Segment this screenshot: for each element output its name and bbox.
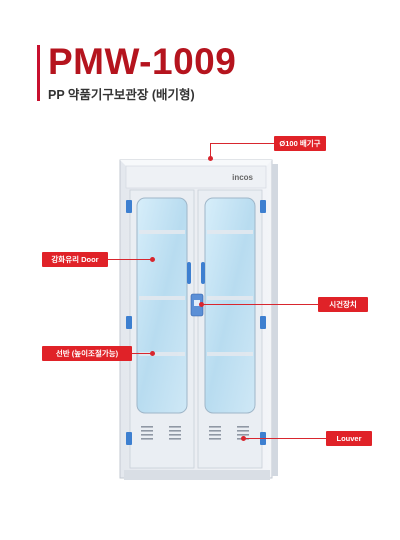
brand-logo: incos [232, 173, 253, 182]
callout-shelf: 선반 (높이조절가능) [42, 346, 132, 361]
shelf-pointer-dot [150, 351, 155, 356]
exhaust-pointer-line-h [210, 143, 274, 144]
callout-exhaust: Ø100 배기구 [274, 136, 326, 151]
right-door [197, 189, 263, 469]
callout-door: 강화유리 Door [42, 252, 108, 267]
lock-pointer-line [202, 304, 318, 305]
lock-pointer-dot [199, 302, 204, 307]
lock-mechanism [190, 293, 204, 317]
shelf-pointer-line [132, 353, 152, 354]
exhaust-pointer-line [210, 143, 211, 157]
product-model-title: PMW-1009 [48, 41, 237, 82]
exhaust-pointer-dot [208, 156, 213, 161]
door-pointer-line [108, 259, 152, 260]
door-pointer-dot [150, 257, 155, 262]
louver-pointer-line [244, 438, 326, 439]
callout-louver: Louver [326, 431, 372, 446]
louver-pointer-dot [241, 436, 246, 441]
door-handles [187, 262, 205, 284]
left-door [129, 189, 195, 469]
callout-lock: 시건장치 [318, 297, 368, 312]
product-subtitle: PP 약품기구보관장 (배기형) [48, 88, 195, 102]
title-accent-bar [37, 45, 40, 101]
hinges [126, 200, 266, 445]
